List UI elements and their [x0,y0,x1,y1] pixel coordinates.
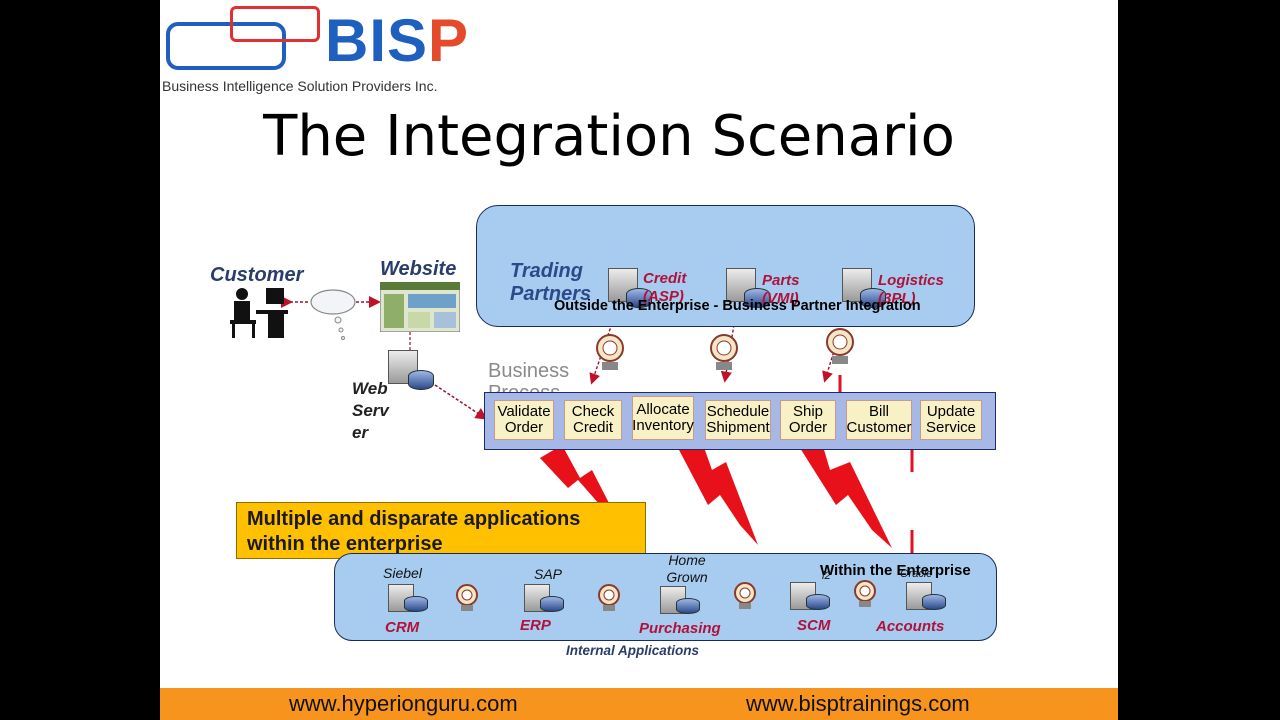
partner-sub: (ASP) [643,288,684,305]
partner-name: Credit [643,270,687,287]
app-top-label: Home Grown [666,552,708,585]
footer-link-hyperionguru[interactable]: www.hyperionguru.com [289,691,518,716]
app-purchasing-label: Purchasing [639,620,721,637]
logistics-disk-icon [860,288,886,308]
partner-credit-label: Credit (ASP) [643,270,686,306]
step-bill-customer: Bill Customer [846,400,912,440]
logo-brand-text: BISP [325,7,470,74]
step-check-credit: Check Credit [564,400,622,440]
credit-link-arrow [589,299,621,385]
footer-link-bisptrainings[interactable]: www.bisptrainings.com [746,691,970,716]
logistics-adapter-icon [826,328,854,364]
business-process-label-line: Process [488,382,561,394]
callout-box: Multiple and disparate applications with… [236,502,646,559]
erp-purchasing-adapter-icon [598,584,620,611]
web-server-label-line: er [352,423,369,442]
trading-partners-label-line: Trading [510,260,583,282]
within-enterprise-caption: Within the Enterprise [820,562,971,579]
web-server-label-line: Serv [352,401,389,420]
step-update-service: Update Service [920,400,982,440]
app-crm-label: CRM [385,619,420,636]
erp-disk-icon [540,596,564,612]
crm-erp-adapter-icon [456,584,478,611]
bisp-logo: BISP Business Intelligence Solution Prov… [160,0,520,96]
trading-partners-label: Trading Partners [510,260,591,306]
scm-accounts-adapter-icon [854,580,876,607]
logo-subtitle: Business Intelligence Solution Providers… [162,78,438,94]
app-erp-label: ERP [520,617,551,634]
slide: BISP Business Intelligence Solution Prov… [160,0,1118,720]
parts-disk-icon [744,288,770,308]
outside-enterprise-caption: Outside the Enterprise - Business Partne… [554,298,921,314]
crm-disk-icon [404,596,428,612]
step-schedule-shipment: Schedule Shipment [705,400,771,440]
parts-adapter-icon [710,334,738,370]
app-top-label: Siebel [383,565,422,581]
partner-name: Parts [762,272,800,289]
callout-line: within the enterprise [247,533,443,555]
app-accounts-label: Accounts [876,618,945,635]
partner-name: Logistics [878,272,944,289]
logo-red-frame [230,6,320,42]
website-screenshot-icon [380,282,460,332]
internet-cloud-icon [310,289,356,340]
scm-disk-icon [806,594,830,610]
internal-applications-label: Internal Applications [566,643,700,658]
trading-partners-label-line: Partners [510,283,592,305]
trading-partners-panel [476,205,975,327]
credit-server-icon [608,268,638,302]
app-top-label: SAP [534,566,563,582]
partner-sub: (VMI) [762,290,799,307]
lightning-bolt-3 [800,436,892,548]
partner-sub: (3PL) [878,290,916,307]
business-process-label: Business Process [488,360,569,394]
web-server-disk-icon [408,370,434,390]
server-process-arrow [434,384,488,420]
callout-line: Multiple and disparate applications [247,508,581,530]
partner-logistics-label: Logistics (3PL) [878,272,944,308]
web-server-label-line: Web [352,379,388,398]
partner-parts-label: Parts (VMI) [762,272,800,308]
business-process-label-line: Business [488,360,570,382]
website-label: Website [380,258,457,280]
purchasing-scm-adapter-icon [734,582,756,609]
credit-disk-icon [626,288,652,308]
footer-bar [160,688,1118,720]
accounts-disk-icon [922,594,946,610]
step-validate-order: Validate Order [494,400,554,440]
credit-adapter-icon [596,334,624,370]
step-allocate-inventory: Allocate Inventory [632,396,694,440]
app-top-label: Oracle [900,568,933,580]
app-scm-label: SCM [797,617,831,634]
customer-label: Customer [210,264,304,286]
customer-workstation-icon [230,288,288,338]
lightning-bolt-2 [678,436,758,545]
logo-blue-frame [166,22,286,70]
app-top-label: i2 [822,570,831,582]
purchasing-disk-icon [676,598,700,614]
lightning-bolt-1 [540,445,610,505]
step-ship-order: Ship Order [780,400,836,440]
web-server-label: Web Serv er [352,378,389,444]
slide-title: The Integration Scenario [263,104,955,169]
